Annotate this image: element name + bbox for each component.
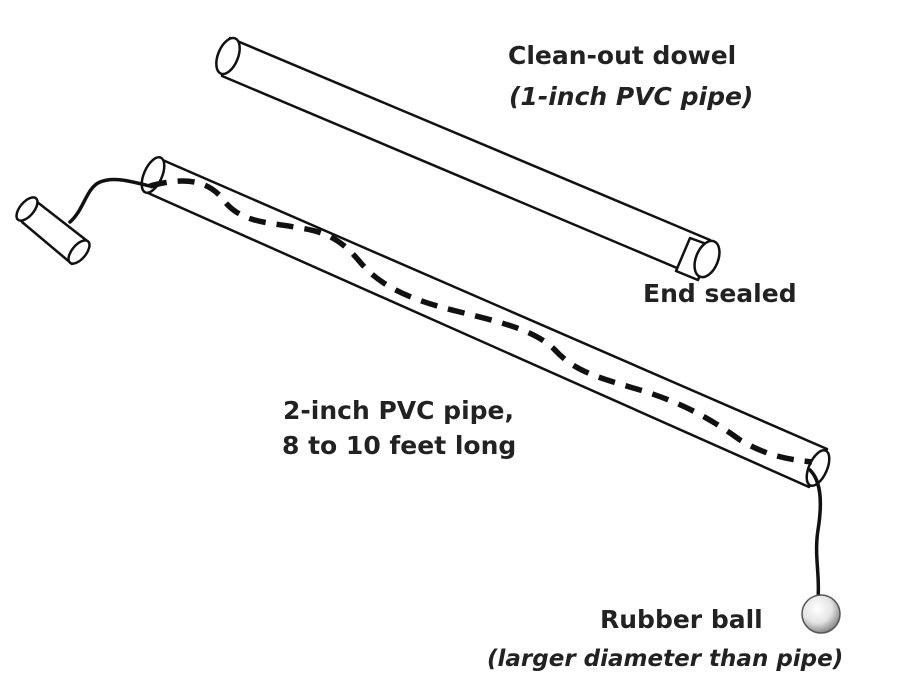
ball-title-label: Rubber ball (600, 605, 763, 634)
dowel-title-label: Clean-out dowel (508, 41, 737, 70)
cord-to-handle (68, 177, 152, 224)
dowel-subtitle-label: (1-inch PVC pipe) (509, 82, 754, 111)
ball-subtitle-label: (larger diameter than pipe) (487, 646, 844, 672)
main-pipe-label-line2: 8 to 10 feet long (282, 431, 517, 460)
main-pipe-label-line1: 2-inch PVC pipe, (283, 396, 514, 425)
end-sealed-label: End sealed (643, 279, 797, 308)
cord-inside-pipe (149, 178, 813, 465)
sealed-end-cap (674, 236, 721, 282)
cord-to-ball (808, 468, 823, 600)
rubber-ball (801, 594, 841, 634)
handle-toggle (15, 196, 91, 266)
